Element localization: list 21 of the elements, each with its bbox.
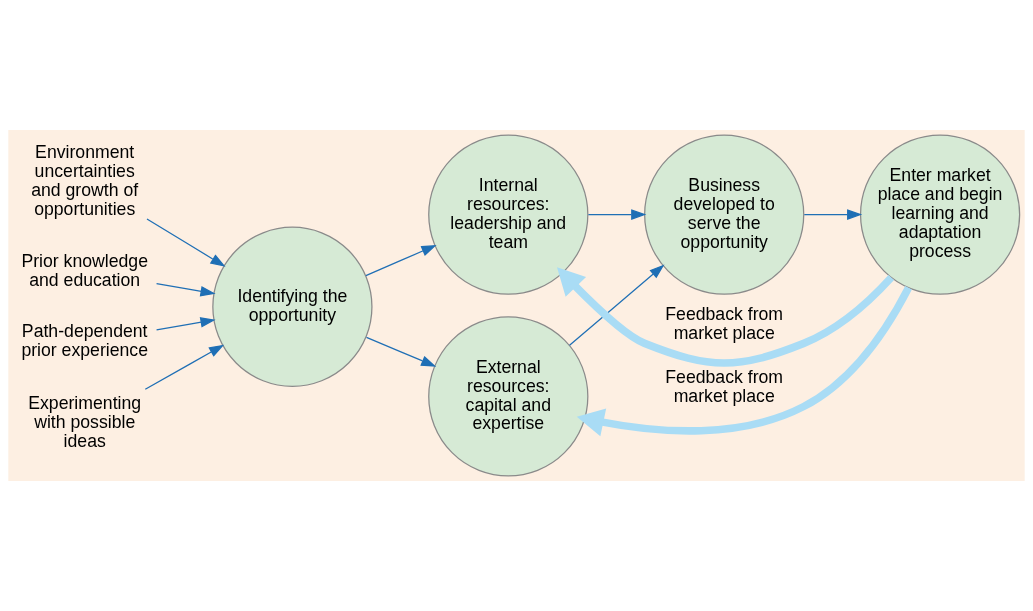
arrow xyxy=(155,317,216,331)
node-circle: External resources: capital and expertise xyxy=(428,316,589,477)
arrow xyxy=(803,209,863,220)
arrow xyxy=(144,344,225,390)
arrow xyxy=(568,264,665,346)
node-circle: Enter market place and begin learning and adaptation process xyxy=(859,134,1021,295)
node-text: Experimenting with possible ideas xyxy=(28,392,142,451)
node-circle: Identifying the opportunity xyxy=(212,226,373,387)
edge-label: Feedback from market place xyxy=(665,366,784,406)
node-text: Prior knowledge and education xyxy=(21,250,148,290)
arrow xyxy=(146,218,226,267)
arrow xyxy=(576,285,912,437)
arrow xyxy=(155,282,216,297)
arrow xyxy=(587,209,647,220)
arrow xyxy=(557,267,895,367)
node-text: Environment uncertainties and growth of opportunities xyxy=(31,142,139,219)
node-text: Path-dependent prior experience xyxy=(21,321,148,361)
arrow xyxy=(365,245,437,277)
arrow xyxy=(365,336,437,367)
node-circle: Business developed to serve the opportunity xyxy=(644,134,805,295)
edge-label: Feedback from market place xyxy=(665,303,784,343)
